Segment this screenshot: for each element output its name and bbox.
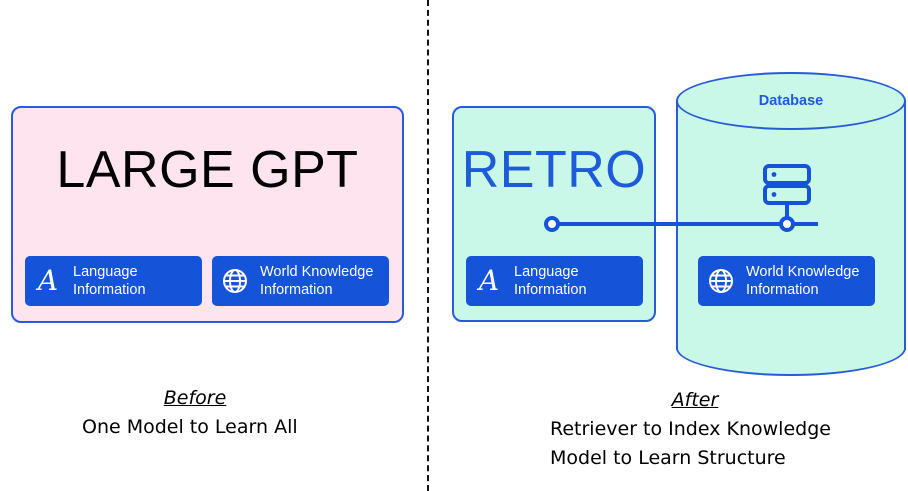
database-label: Database xyxy=(758,93,824,109)
world-knowledge-chip: World Knowledge Information xyxy=(698,256,875,306)
after-caption-line-2: Model to Learn Structure xyxy=(550,447,786,469)
chip-label-line2: Information xyxy=(514,282,587,298)
after-caption-line-1: Retriever to Index Knowledge xyxy=(550,418,831,440)
after-caption-heading: After xyxy=(671,389,719,411)
world-knowledge-chip: World Knowledge Information xyxy=(212,256,389,306)
chip-label-line2: Information xyxy=(746,282,819,298)
section-divider xyxy=(427,0,429,491)
chip-label-line1: World Knowledge xyxy=(260,264,374,280)
server-stack-icon xyxy=(763,164,811,205)
chip-label-line2: Information xyxy=(260,282,333,298)
chip-label-line2: Information xyxy=(73,282,146,298)
language-information-chip: A Language Information xyxy=(466,256,643,306)
chip-label-line1: Language xyxy=(514,264,579,280)
chip-label-line1: World Knowledge xyxy=(746,264,860,280)
retro-title: RETRO xyxy=(461,141,647,199)
large-gpt-title: LARGE GPT xyxy=(56,141,359,199)
letter-a-icon: A xyxy=(37,264,59,297)
before-caption: Before One Model to Learn All xyxy=(60,384,330,442)
globe-icon xyxy=(708,268,734,294)
before-caption-line: One Model to Learn All xyxy=(82,416,298,438)
database-cylinder-top xyxy=(676,72,906,130)
globe-icon xyxy=(222,268,248,294)
language-information-chip: A Language Information xyxy=(25,256,202,306)
chip-label-line1: Language xyxy=(73,264,138,280)
after-caption: After Retriever to Index Knowledge Model… xyxy=(550,386,850,473)
before-caption-heading: Before xyxy=(163,387,227,409)
letter-a-icon: A xyxy=(478,264,500,297)
